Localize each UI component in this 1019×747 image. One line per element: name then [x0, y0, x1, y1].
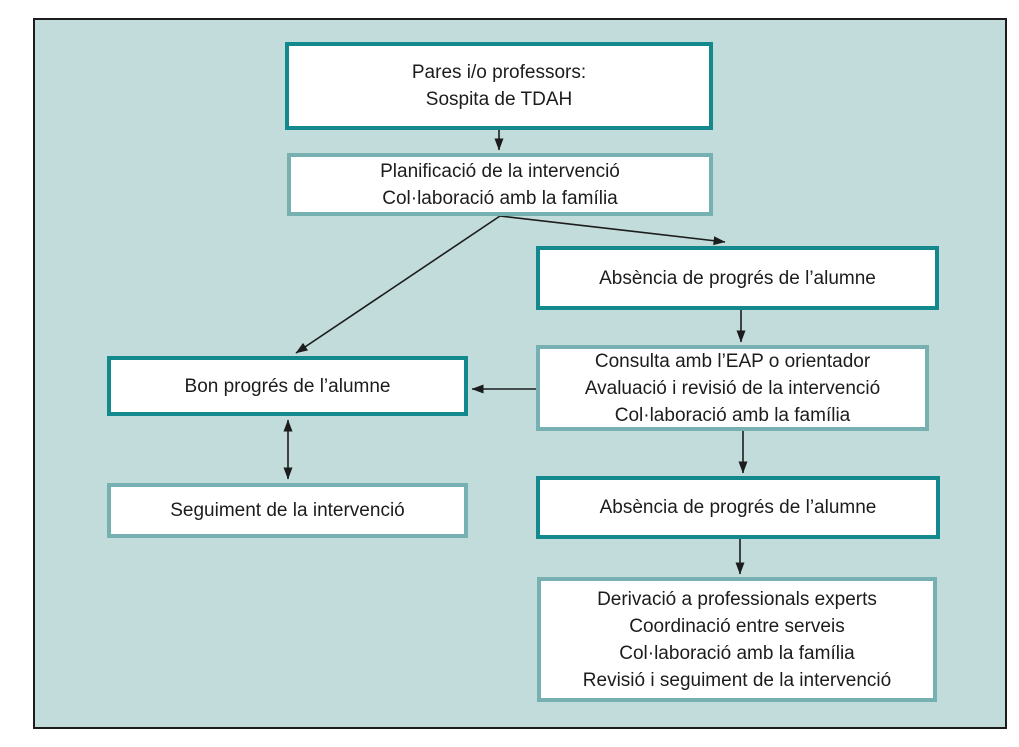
- node-no-progress-2: Absència de progrés de l’alumne: [536, 476, 940, 539]
- node-text-line: Planificació de la intervenció: [380, 160, 620, 182]
- node-text-line: Avaluació i revisió de la intervenció: [584, 377, 881, 399]
- node-text-line: Coordinació entre serveis: [629, 615, 845, 637]
- node-text-line: Absència de progrés de l’alumne: [599, 497, 877, 518]
- node-text-line: Consulta amb l’EAP o orientador: [594, 350, 871, 372]
- node-planning: Planificació de la intervenció Col·labor…: [287, 153, 713, 216]
- arrow-layer: [283, 130, 748, 575]
- node-suspicion: Pares i/o professors: Sospita de TDAH: [285, 42, 713, 130]
- node-text-line: Absència de progrés de l’alumne: [599, 267, 876, 289]
- node-text-line: Revisió i seguiment de la intervenció: [582, 669, 892, 691]
- node-text-line: Col·laboració amb la família: [614, 404, 851, 426]
- node-followup: Seguiment de la intervenció: [107, 483, 468, 538]
- node-text-line: Sospita de TDAH: [425, 89, 573, 110]
- node-consultation: Consulta amb l’EAP o orientador Avaluaci…: [536, 345, 929, 431]
- node-text-line: Pares i/o professors:: [411, 62, 587, 83]
- arrow-planning-to-noprogress1: [499, 215, 726, 246]
- node-no-progress-1: Absència de progrés de l’alumne: [536, 246, 939, 310]
- node-referral: Derivació a professionals experts Coordi…: [537, 577, 937, 702]
- node-text-line: Bon progrés de l’alumne: [184, 375, 391, 397]
- node-text-line: Col·laboració amb la família: [382, 187, 618, 209]
- node-text-line: Col·laboració amb la família: [619, 642, 855, 664]
- arrow-planning-to-goodprogress: [295, 215, 501, 354]
- node-layer: Pares i/o professors: Sospita de TDAH Pl…: [35, 20, 1005, 727]
- flowchart-panel: Pares i/o professors: Sospita de TDAH Pl…: [33, 18, 1007, 729]
- node-good-progress: Bon progrés de l’alumne: [107, 356, 468, 416]
- node-text-line: Derivació a professionals experts: [597, 588, 877, 610]
- node-text-line: Seguiment de la intervenció: [170, 500, 405, 521]
